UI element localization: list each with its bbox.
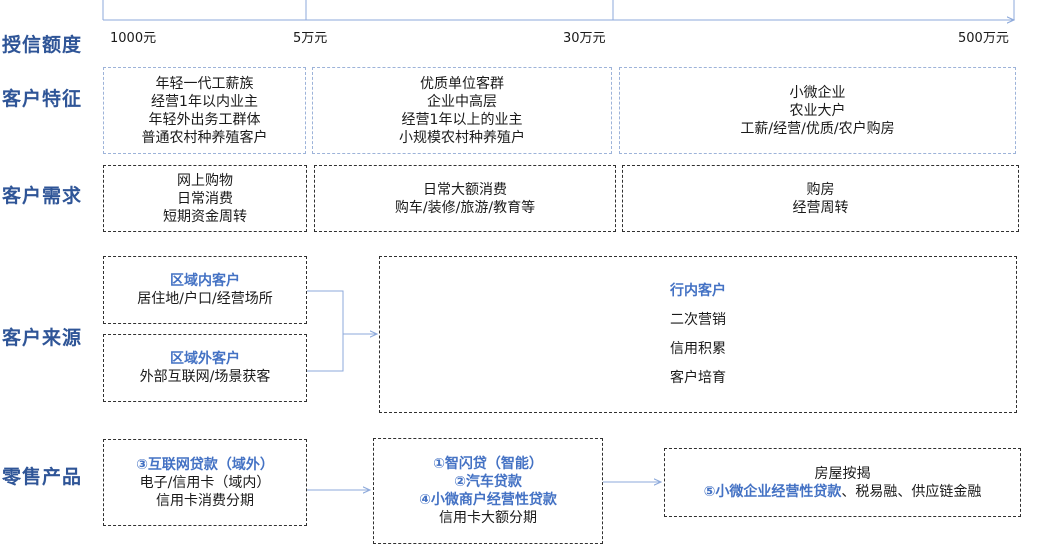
credit-tick-label-3: 30万元	[563, 31, 606, 46]
needs-2-line: 购车/装修/旅游/教育等	[394, 199, 536, 216]
source-in-bank-line: 客户培育	[670, 369, 726, 386]
traits-1-line: 年轻外出务工群体	[148, 111, 261, 128]
traits-1-line: 年轻一代工薪族	[155, 75, 254, 92]
source-in-region-line: 居住地/户口/经营场所	[137, 291, 273, 307]
row-label-customer-source: 客户来源	[2, 327, 83, 349]
product-2-line: 信用卡大额分期	[439, 510, 537, 526]
needs-1-line: 短期资金周转	[163, 208, 247, 225]
credit-tick-label-1: 1000元	[110, 31, 157, 46]
traits-1-line: 普通农村种养殖客户	[141, 129, 268, 146]
row-label-customer-needs: 客户需求	[2, 185, 83, 207]
product-box-3: 房屋按揭 ⑤小微企业经营性贷款、税易融、供应链金融	[664, 448, 1021, 517]
product-flow	[307, 482, 661, 490]
traits-2-line: 优质单位客群	[420, 75, 504, 92]
source-in-bank-title: 行内客户	[670, 282, 726, 299]
traits-2-line: 企业中高层	[427, 93, 497, 110]
product-3-mixed-line: ⑤小微企业经营性贷款、税易融、供应链金融	[704, 483, 982, 501]
row-label-credit-limit: 授信额度	[2, 34, 83, 56]
traits-3-line: 小微企业	[789, 84, 846, 101]
traits-box-2: 优质单位客群 企业中高层 经营1年以上的业主 小规模农村种养殖户	[312, 67, 612, 154]
source-in-bank-line: 二次营销	[670, 311, 726, 328]
traits-3-line: 农业大户	[789, 102, 846, 119]
product-1-line: 电子/信用卡（域内）	[139, 474, 271, 491]
product-3-highlight: ⑤小微企业经营性贷款	[703, 483, 842, 500]
source-box-in-region: 区域内客户 居住地/户口/经营场所	[103, 256, 307, 324]
product-1-highlight: ③互联网贷款（域外）	[136, 456, 274, 473]
traits-2-line: 小规模农村种养殖户	[399, 129, 525, 146]
needs-2-line: 日常大额消费	[423, 181, 507, 198]
source-connector	[307, 290, 377, 372]
traits-box-3: 小微企业 农业大户 工薪/经营/优质/农户购房	[619, 67, 1016, 154]
product-box-2: ①智闪贷（智能） ②汽车贷款 ④小微商户经营性贷款 信用卡大额分期	[373, 438, 603, 544]
needs-box-2: 日常大额消费 购车/装修/旅游/教育等	[314, 165, 616, 232]
credit-axis	[102, 0, 1014, 20]
product-3-plain: 、税易融、供应链金融	[841, 483, 982, 500]
traits-3-line: 工薪/经营/优质/农户购房	[740, 120, 895, 137]
needs-3-line: 经营周转	[792, 199, 849, 216]
product-2-highlight: ④小微商户经营性贷款	[419, 492, 557, 508]
needs-1-line: 日常消费	[177, 190, 233, 207]
needs-1-line: 网上购物	[177, 172, 233, 189]
source-bracket-line	[307, 290, 344, 372]
source-out-region-line: 外部互联网/场景获客	[139, 369, 271, 385]
credit-tick-label-2: 5万元	[293, 31, 328, 46]
product-2-highlight: ①智闪贷（智能）	[433, 456, 543, 472]
source-in-bank-line: 信用积累	[670, 340, 726, 357]
source-out-region-title: 区域外客户	[170, 351, 240, 367]
row-label-retail-products: 零售产品	[2, 466, 83, 488]
source-in-region-title: 区域内客户	[170, 273, 240, 289]
product-3-line: 房屋按揭	[814, 465, 871, 482]
needs-box-1: 网上购物 日常消费 短期资金周转	[103, 165, 307, 232]
product-2-highlight: ②汽车贷款	[454, 474, 522, 490]
needs-box-3: 购房 经营周转	[622, 165, 1019, 232]
product-box-1: ③互联网贷款（域外） 电子/信用卡（域内） 信用卡消费分期	[103, 439, 307, 526]
traits-box-1: 年轻一代工薪族 经营1年以内业主 年轻外出务工群体 普通农村种养殖客户	[103, 67, 306, 154]
source-box-out-region: 区域外客户 外部互联网/场景获客	[103, 334, 307, 402]
source-box-in-bank: 行内客户 二次营销 信用积累 客户培育	[379, 256, 1017, 413]
needs-3-line: 购房	[806, 181, 835, 198]
credit-tick-label-4: 500万元	[958, 31, 1009, 46]
row-label-customer-traits: 客户特征	[2, 88, 83, 110]
traits-2-line: 经营1年以上的业主	[401, 111, 523, 128]
traits-1-line: 经营1年以内业主	[151, 93, 258, 110]
product-1-line: 信用卡消费分期	[156, 492, 254, 509]
